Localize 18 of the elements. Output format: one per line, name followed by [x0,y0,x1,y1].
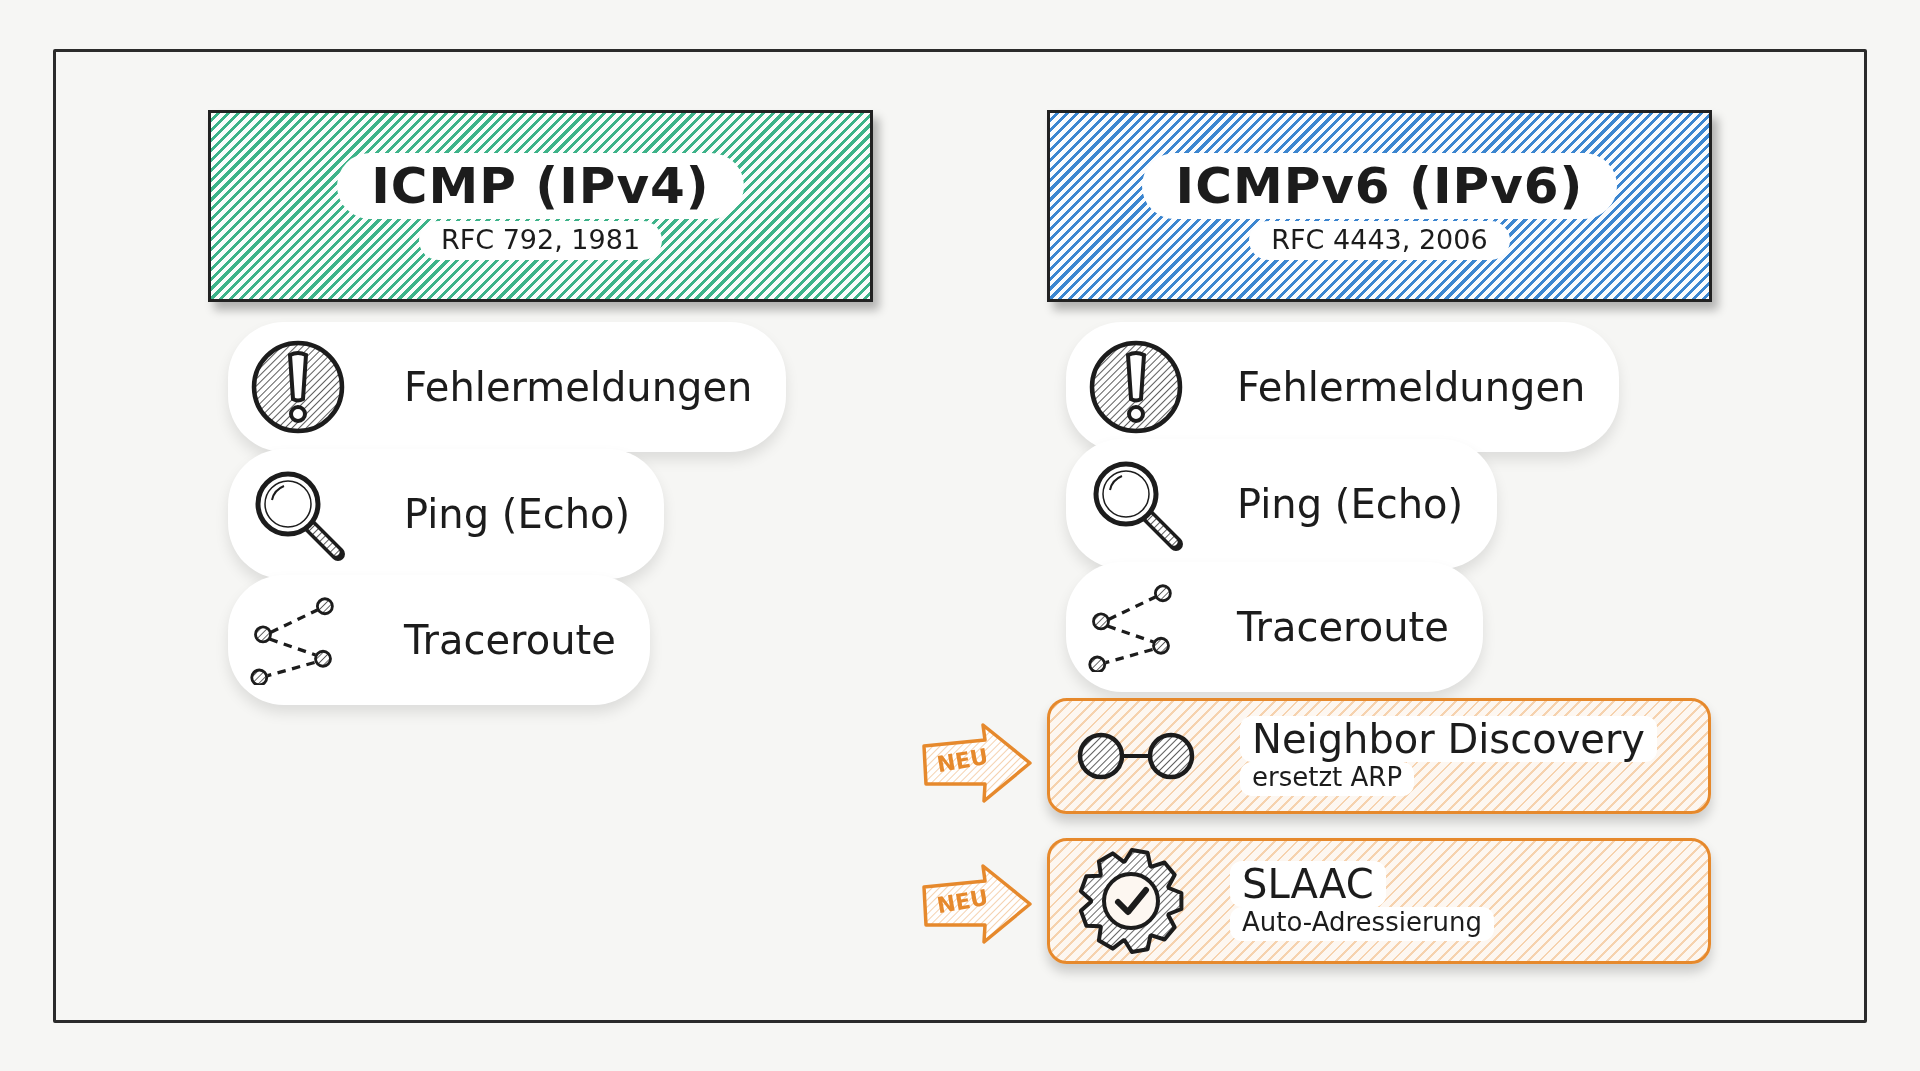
feature-label: Fehlermeldungen [1237,364,1586,410]
protocol-title: ICMP (IPv4) [337,152,744,219]
rfc-reference: RFC 792, 1981 [418,220,663,260]
feature-label: Ping (Echo) [404,491,631,537]
protocol-header [1047,110,1712,302]
feature-subtitle: ersetzt ARP [1240,762,1415,796]
feature-title: SLAAC [1230,861,1386,907]
feature-label: Traceroute [1237,604,1449,650]
feature-label: Fehlermeldungen [404,364,753,410]
protocol-header [208,110,873,302]
feature-card [1047,698,1711,814]
feature-card [1047,838,1711,964]
protocol-title: ICMPv6 (IPv6) [1141,152,1618,219]
rfc-reference: RFC 4443, 2006 [1249,220,1510,260]
feature-subtitle: Auto-Adressierung [1230,907,1495,941]
feature-title: Neighbor Discovery [1240,716,1658,762]
feature-label: Traceroute [404,617,616,663]
feature-label: Ping (Echo) [1237,481,1464,527]
